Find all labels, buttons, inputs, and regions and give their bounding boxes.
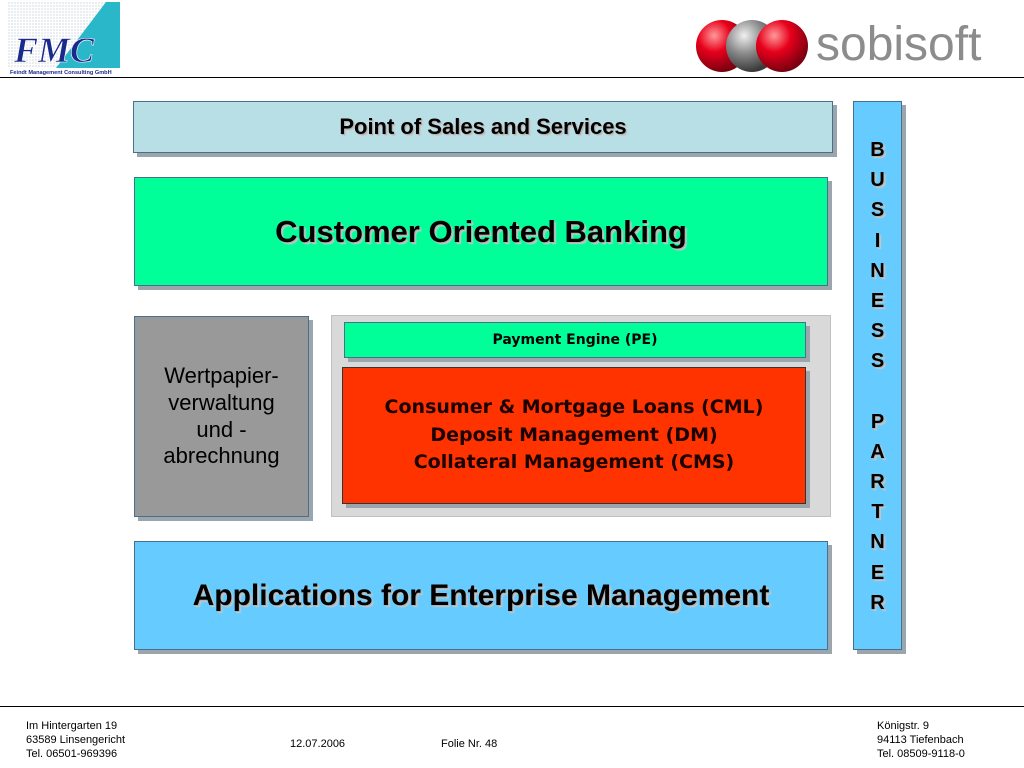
enterprise-management-label: Applications for Enterprise Management: [192, 578, 770, 612]
business-partner-letter: S: [870, 199, 885, 222]
fmc-logo: FMC Feindt Management Consulting GmbH: [8, 2, 120, 76]
footer-divider: [0, 706, 1024, 707]
footer-date: 12.07.2006: [290, 738, 346, 750]
wertpapier-box: Wertpapier- verwaltung und - abrechnung: [134, 316, 309, 517]
logo-sphere-red: [756, 20, 808, 72]
header-divider: [0, 77, 1024, 78]
address-line: Im Hintergarten 19: [26, 720, 118, 732]
business-partner-letter: U: [870, 169, 885, 192]
footer-address-right: Königstr. 9 94113 Tiefenbach Tel. 08509-…: [877, 719, 965, 761]
business-partner-letter: N: [870, 531, 885, 554]
business-partner-letter: R: [870, 471, 885, 494]
wertpapier-line: verwaltung: [168, 389, 275, 415]
customer-oriented-banking-box: Customer Oriented Banking: [134, 177, 828, 286]
address-line: Tel. 06501-969396: [26, 748, 118, 760]
business-partner-letter: P: [870, 410, 885, 433]
business-partner-letter: I: [874, 229, 881, 252]
business-partner-letter: N: [870, 259, 885, 282]
address-line: 63589 Linsengericht: [26, 734, 126, 746]
footer-address-left: Im Hintergarten 19 63589 Linsengericht T…: [26, 719, 125, 761]
business-partner-letter: E: [870, 561, 885, 584]
address-line: Königstr. 9: [877, 720, 929, 732]
footer-slide-number: Folie Nr. 48: [441, 738, 498, 750]
business-partner-letter: T: [871, 501, 884, 524]
sobisoft-logo: sobisoft: [696, 18, 981, 72]
module-cml: Consumer & Mortgage Loans (CML): [384, 396, 764, 419]
business-partner-letter: S: [870, 350, 885, 373]
business-partner-letter: S: [870, 320, 885, 343]
fmc-company-name: Feindt Management Consulting GmbH: [10, 70, 112, 76]
customer-oriented-banking-label: Customer Oriented Banking: [275, 213, 687, 249]
payment-engine-box: Payment Engine (PE): [344, 322, 806, 358]
wertpapier-line: Wertpapier-: [164, 362, 279, 388]
wertpapier-line: und -: [196, 416, 247, 442]
address-line: Tel. 08509-9118-0: [877, 748, 965, 760]
core-banking-modules-box: Consumer & Mortgage Loans (CML) Deposit …: [342, 367, 806, 504]
enterprise-management-box: Applications for Enterprise Management: [134, 541, 828, 650]
wertpapier-label: Wertpapier- verwaltung und - abrechnung: [163, 363, 279, 470]
business-partner-letter: E: [870, 289, 885, 312]
sobisoft-logo-text: sobisoft: [816, 18, 981, 71]
business-partner-letter: A: [870, 440, 885, 463]
wertpapier-line: abrechnung: [163, 443, 280, 469]
business-partner-box: B U S I N E S S P A R T N E R: [853, 101, 902, 650]
payment-engine-label: Payment Engine (PE): [492, 332, 658, 348]
address-line: 94113 Tiefenbach: [877, 734, 964, 746]
point-of-sales-label: Point of Sales and Services: [339, 114, 627, 139]
fmc-logo-text: FMC: [13, 30, 95, 70]
business-partner-letter: R: [870, 591, 885, 614]
point-of-sales-box: Point of Sales and Services: [133, 101, 833, 153]
business-partner-letter: B: [870, 139, 885, 161]
module-dm: Deposit Management (DM): [430, 423, 718, 446]
module-cms: Collateral Management (CMS): [413, 451, 735, 474]
